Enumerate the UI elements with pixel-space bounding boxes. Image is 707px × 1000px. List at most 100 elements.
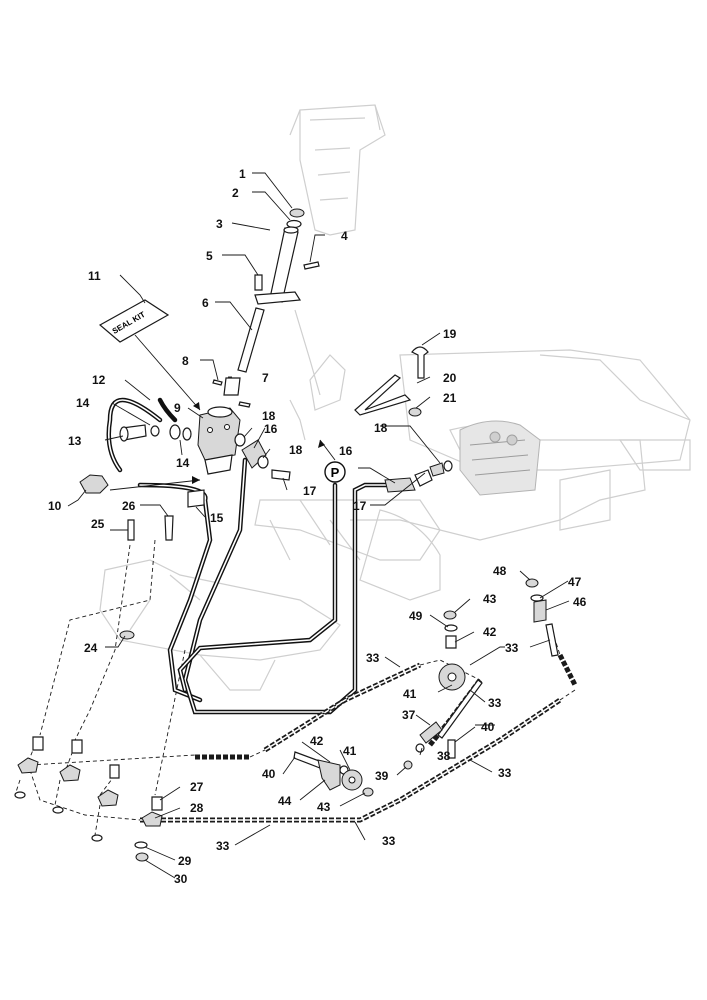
callout-leaders xyxy=(67,172,570,879)
spacer xyxy=(71,739,83,754)
callout-33d: 33 xyxy=(498,766,512,780)
eye-bolt xyxy=(545,623,559,657)
nut xyxy=(443,610,457,620)
callout-12: 12 xyxy=(92,373,106,387)
callout-49: 49 xyxy=(409,609,423,623)
callout-18a: 18 xyxy=(262,409,276,423)
shaft-coupler xyxy=(223,377,241,396)
callout-3: 3 xyxy=(216,217,223,231)
steering-shaft xyxy=(237,307,265,373)
steering-tube xyxy=(269,227,299,303)
small-sprocket xyxy=(79,474,109,494)
callout-14a: 14 xyxy=(76,396,90,410)
callout-30: 30 xyxy=(174,872,188,886)
column-washer xyxy=(286,219,302,229)
nut xyxy=(525,578,539,588)
elbow-fitting xyxy=(241,439,267,469)
coupling xyxy=(187,489,205,508)
callout-33a: 33 xyxy=(366,651,380,665)
callout-7: 7 xyxy=(262,371,269,385)
carriage-bolt xyxy=(411,346,429,379)
callout-4: 4 xyxy=(341,229,348,243)
callout-41a: 41 xyxy=(403,687,417,701)
callout-labels: 1 2 3 4 5 6 7 8 9 10 11 12 13 14 14 15 1… xyxy=(48,167,587,886)
callout-40a: 40 xyxy=(262,767,276,781)
tension-spring xyxy=(419,721,443,744)
callout-40b: 40 xyxy=(481,720,495,734)
ghost-valve-linkage xyxy=(289,309,346,441)
callout-16a: 16 xyxy=(264,422,278,436)
callout-33e: 33 xyxy=(216,839,230,853)
callout-1: 1 xyxy=(239,167,246,181)
ghost-front-axle-frame xyxy=(99,499,441,691)
tension-rod xyxy=(437,679,483,739)
sprocket-caster xyxy=(97,789,119,807)
callout-27: 27 xyxy=(190,780,204,794)
callout-18b: 18 xyxy=(289,443,303,457)
callout-43a: 43 xyxy=(483,592,497,606)
callout-46: 46 xyxy=(573,595,587,609)
sprocket-caster xyxy=(59,764,81,782)
seal-washer xyxy=(182,427,192,441)
callout-21: 21 xyxy=(443,391,457,405)
spacer xyxy=(109,764,120,779)
callout-5: 5 xyxy=(206,249,213,263)
callout-33c: 33 xyxy=(488,696,502,710)
spring-rod xyxy=(354,374,412,416)
callout-20: 20 xyxy=(443,371,457,385)
callout-44: 44 xyxy=(278,794,292,808)
callout-37: 37 xyxy=(402,708,416,722)
ghost-engine xyxy=(459,420,541,496)
seal-washer xyxy=(150,425,160,437)
washer xyxy=(530,594,544,602)
callout-10: 10 xyxy=(48,499,62,513)
callout-29: 29 xyxy=(178,854,192,868)
nut xyxy=(362,787,374,797)
steering-valve-unit xyxy=(197,406,241,475)
callout-33b: 33 xyxy=(505,641,519,655)
callout-33f: 33 xyxy=(382,834,396,848)
sprocket-caster xyxy=(17,757,39,774)
port-marker: P xyxy=(318,439,346,483)
nut xyxy=(135,852,149,862)
drive-chains xyxy=(140,653,578,823)
callout-47: 47 xyxy=(568,575,582,589)
roll-pin xyxy=(238,401,251,408)
callout-9: 9 xyxy=(174,401,181,415)
callout-39: 39 xyxy=(375,769,389,783)
callout-38: 38 xyxy=(437,749,451,763)
washer xyxy=(134,841,148,849)
callout-43b: 43 xyxy=(317,800,331,814)
callout-6: 6 xyxy=(202,296,209,310)
dashed-guide-lines xyxy=(14,539,186,836)
seal-kit: SEAL KIT xyxy=(98,299,170,343)
callout-42b: 42 xyxy=(310,734,324,748)
spacer xyxy=(151,796,163,811)
callout-16b: 16 xyxy=(339,444,353,458)
bolt xyxy=(164,515,174,541)
callout-17b: 17 xyxy=(353,499,367,513)
chain-drive-dashed-path xyxy=(29,629,576,821)
tensioner-bracket xyxy=(317,759,341,791)
callout-18c: 18 xyxy=(374,421,388,435)
ghost-steering-column xyxy=(289,104,386,236)
callout-26: 26 xyxy=(122,499,136,513)
callout-14b: 14 xyxy=(176,456,190,470)
callout-42a: 42 xyxy=(483,625,497,639)
pin xyxy=(254,274,263,291)
callout-15: 15 xyxy=(210,511,224,525)
callout-28: 28 xyxy=(190,801,204,815)
callout-2: 2 xyxy=(232,186,239,200)
spring xyxy=(533,599,547,623)
callout-19: 19 xyxy=(443,327,457,341)
callout-17a: 17 xyxy=(303,484,317,498)
hose-bolt xyxy=(271,469,291,481)
spacer xyxy=(415,743,425,753)
callout-8: 8 xyxy=(182,354,189,368)
assembly-arrows xyxy=(109,334,201,491)
callout-48: 48 xyxy=(493,564,507,578)
callout-41b: 41 xyxy=(343,744,357,758)
column-nut xyxy=(289,208,305,218)
fitting-washer xyxy=(234,433,246,447)
